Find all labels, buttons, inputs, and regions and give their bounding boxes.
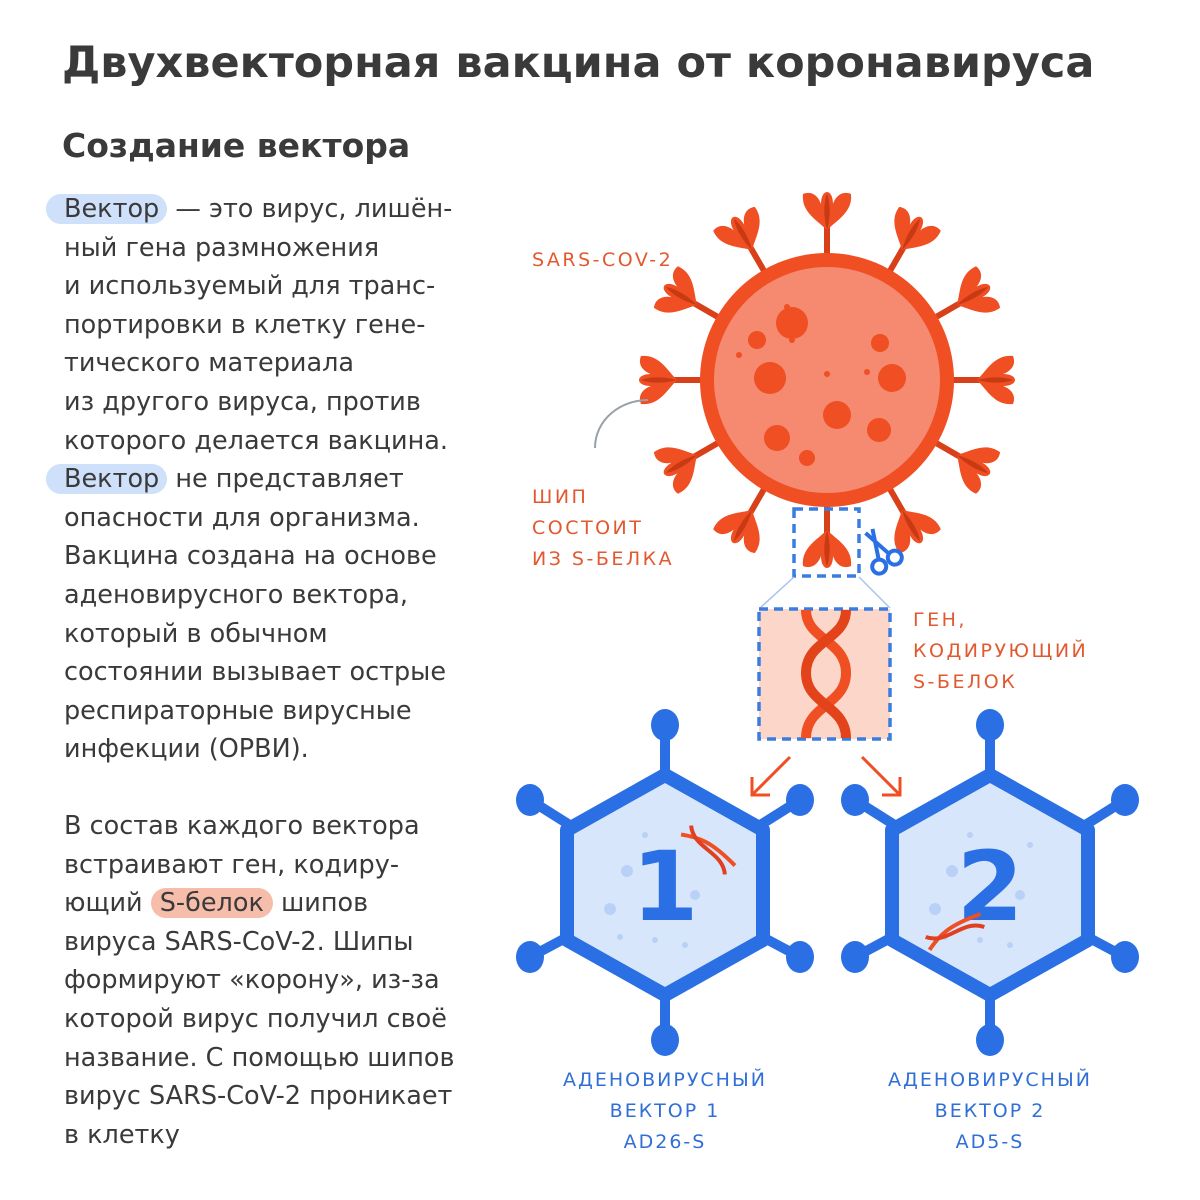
spike-label: ШИП СОСТОИТ ИЗ S-БЕЛКА [532,482,674,575]
knob [786,784,814,816]
text-line: ющий [64,888,151,919]
text-line: который в обычном [64,618,328,649]
label-line: СОСТОИТ [532,517,644,539]
label-line: ИЗ S-БЕЛКА [532,548,675,570]
section-title: Создание вектора [62,126,411,165]
label-line: ВЕКТОР 1 [609,1100,721,1122]
capsid [560,768,770,1002]
vector-2-label: АДЕНОВИРУСНЫЙ ВЕКТОР 2 AD5-S [840,1065,1140,1158]
vector-definition-text: Вектор — это вирус, лишён- ный гена разм… [46,190,453,769]
arrow-right-icon [860,755,902,797]
knob [841,941,869,973]
spike-icon [947,355,1015,405]
virus-label: SARS-COV-2 [532,249,674,271]
knob [976,709,1004,741]
text-line: не представляет [167,464,404,495]
knob [516,784,544,816]
text-line: вируса SARS-CoV-2. Шипы [64,926,414,957]
arrow-left-icon [750,755,792,797]
spike-icon [802,192,852,260]
label-line: AD5-S [955,1131,1025,1153]
dna-icon [800,609,852,739]
vector-1-number: 1 [632,831,699,943]
knob [976,1024,1004,1056]
text-line: Вакцина создана на основе [64,541,437,572]
knob [1111,784,1139,816]
text-line: — это вирус, лишён- [167,194,453,224]
text-line: название. С помощью шипов [64,1042,455,1073]
text-line: В состав каждого вектора [64,811,420,841]
label-line: АДЕНОВИРУСНЫЙ [888,1069,1092,1091]
page-title: Двухвекторная вакцина от коронавируса [62,38,1095,88]
text-line: которой вирус получил своё [64,1003,447,1034]
label-line: AD26-S [623,1131,707,1153]
zoom-lines [759,576,891,609]
label-line: ШИП [532,486,589,508]
text-line: тического материала [64,348,355,379]
text-line: в клетку [64,1119,180,1150]
label-line: S-БЕЛОК [913,671,1018,693]
label-line: ВЕКТОР 2 [934,1100,1046,1122]
vector-highlight: Вектор [46,194,168,224]
text-line: из другого вируса, против [64,386,421,417]
sars-cov-2-virus-icon [639,192,1015,568]
adenovirus-vector-1-icon [516,709,814,1056]
label-line: ГЕН, [913,609,967,631]
knob [1111,941,1139,973]
label-line: АДЕНОВИРУСНЫЙ [563,1069,767,1091]
text-line: опасности для организма. [64,502,420,533]
text-line: которого делается вакцина. [64,425,448,456]
text-line: аденовирусного вектора, [64,579,408,610]
knob [516,941,544,973]
gene-label: ГЕН, КОДИРУЮЩИЙ S-БЕЛОК [913,605,1088,698]
text-line: встраивают ген, кодиру- [64,849,400,880]
selection-box [792,507,861,578]
text-line: респираторные вирусные [64,695,412,726]
text-line: портировки в клетку гене- [64,309,426,340]
text-line: шипов [272,888,369,919]
vector-highlight: Вектор [46,464,168,495]
pointer-line [594,399,649,449]
knob [651,1024,679,1056]
text-line: ный гена размножения [64,232,380,263]
vector-1-label: АДЕНОВИРУСНЫЙ ВЕКТОР 1 AD26-S [515,1065,815,1158]
knob [841,784,869,816]
text-line: вирус SARS-CoV-2 проникает [64,1081,453,1112]
spike-icon [639,355,707,405]
knob [786,941,814,973]
adenovirus-vector-2-icon [841,709,1139,1056]
text-line: формируют «корону», из-за [64,965,440,996]
s-protein-highlight: S-белок [150,888,273,919]
scissors-icon [864,528,904,576]
gene-box [757,607,892,741]
text-line: инфекции (ОРВИ). [64,734,309,765]
text-line: и используемый для транс- [64,271,436,302]
capsid [885,768,1095,1002]
text-line: состоянии вызывает острые [64,657,447,688]
s-protein-text: В состав каждого вектора встраивают ген,… [64,807,455,1154]
label-line: КОДИРУЮЩИЙ [913,640,1089,662]
knob [651,709,679,741]
